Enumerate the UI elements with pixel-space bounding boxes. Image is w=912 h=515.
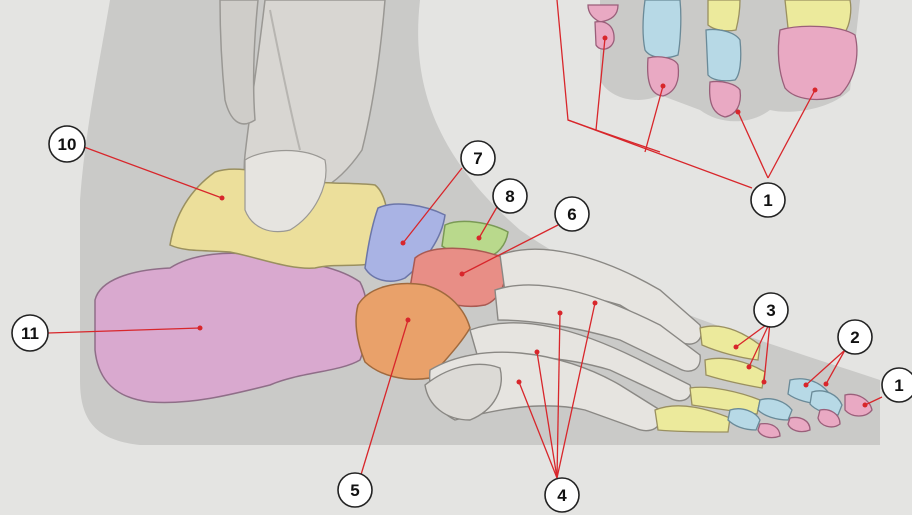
svg-text:7: 7 <box>473 149 482 168</box>
svg-text:1: 1 <box>894 376 903 395</box>
label-3: 3 <box>754 293 788 327</box>
svg-text:10: 10 <box>58 135 77 154</box>
label-1-top: 1 <box>751 183 785 217</box>
svg-text:5: 5 <box>350 481 359 500</box>
label-7: 7 <box>461 141 495 175</box>
label-1-right: 1 <box>882 368 912 402</box>
svg-text:4: 4 <box>557 486 567 505</box>
label-8: 8 <box>493 179 527 213</box>
label-11: 11 <box>12 315 48 351</box>
svg-text:11: 11 <box>21 324 39 343</box>
label-6: 6 <box>555 197 589 231</box>
svg-text:1: 1 <box>763 191 772 210</box>
label-2: 2 <box>838 320 872 354</box>
label-5: 5 <box>338 473 372 507</box>
svg-text:6: 6 <box>567 205 576 224</box>
svg-text:8: 8 <box>505 187 514 206</box>
svg-text:2: 2 <box>850 328 859 347</box>
label-10: 10 <box>49 126 85 162</box>
svg-text:3: 3 <box>766 301 775 320</box>
label-4: 4 <box>545 478 579 512</box>
